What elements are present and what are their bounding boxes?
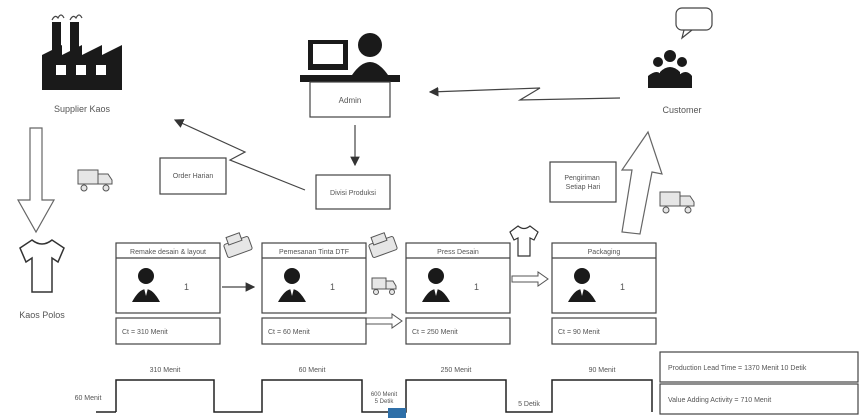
cycle-time-label: Ct = 310 Menit	[122, 329, 168, 336]
admin-desk-icon	[300, 33, 400, 118]
timeline-line	[115, 379, 653, 413]
timeline-up-label: 310 Menit	[150, 367, 181, 374]
customer-group-icon	[648, 7, 713, 88]
cycle-time-label: Ct = 90 Menit	[558, 329, 600, 336]
truck-icon	[659, 191, 695, 214]
operator-count: 1	[474, 282, 479, 292]
process-name: Remake desain & layout	[130, 249, 206, 256]
lead-time-box	[659, 351, 859, 383]
lead-time-label: Production Lead Time = 1370 Menit 10 Det…	[668, 365, 807, 372]
customer-shipment-arrow	[620, 130, 663, 235]
operator-icon	[132, 268, 160, 302]
push-arrow	[365, 313, 403, 329]
printer-icon	[368, 232, 398, 258]
push-arrow	[511, 271, 549, 287]
timeline-up-label: 250 Menit	[441, 367, 472, 374]
cycle-time-box: Ct = 90 Menit	[551, 317, 657, 345]
operator-icon	[422, 268, 450, 302]
operator-count: 1	[330, 282, 335, 292]
operator-icon	[568, 268, 596, 302]
order-note-box	[159, 157, 227, 195]
supplier-label: Supplier Kaos	[54, 104, 111, 114]
t-shirt-icon	[509, 225, 539, 257]
raw-material-label: Kaos Polos	[19, 310, 65, 320]
operator-icon	[278, 268, 306, 302]
process-name: Press Desain	[437, 249, 479, 256]
customer-label: Customer	[662, 105, 701, 115]
cycle-time-box: Ct = 250 Menit	[405, 317, 511, 345]
value-adding-label: Value Adding Activity = 710 Menit	[668, 397, 771, 404]
truck-icon	[371, 277, 397, 295]
operator-count: 1	[620, 282, 625, 292]
production-division-label: Divisi Produksi	[330, 190, 376, 197]
timeline-down-label: 5 Detik	[518, 401, 540, 408]
process-box: Pemesanan Tinta DTF 1	[261, 242, 367, 314]
operator-count: 1	[184, 282, 189, 292]
process-box: Press Desain 1	[405, 242, 511, 314]
value-adding-box	[659, 383, 859, 415]
supplier-shipment-arrow	[16, 127, 56, 234]
factory-icon	[42, 14, 122, 90]
cycle-time-label: Ct = 60 Menit	[268, 329, 310, 336]
cycle-time-box: Ct = 310 Menit	[115, 317, 221, 345]
shipping-note-box	[549, 161, 617, 203]
cycle-time-box: Ct = 60 Menit	[261, 317, 367, 345]
admin-label: Admin	[339, 96, 362, 105]
shipping-note-label: Pengiriman Setiap Hari	[564, 175, 601, 191]
production-division-box	[315, 174, 391, 210]
t-shirt-icon	[19, 239, 65, 293]
order-note-label: Order Harian	[173, 173, 214, 180]
timeline-up-label: 90 Menit	[589, 367, 616, 374]
truck-icon	[77, 169, 113, 192]
production-to-supplier-arrow	[173, 119, 306, 191]
process-name: Pemesanan Tinta DTF	[279, 249, 349, 256]
printer-icon	[223, 232, 253, 258]
scroll-marker	[388, 408, 406, 418]
process-box: Packaging 1	[551, 242, 657, 314]
process-name: Packaging	[588, 249, 621, 256]
cycle-time-label: Ct = 250 Menit	[412, 329, 458, 336]
timeline-down-label: 60 Menit	[75, 395, 102, 402]
customer-to-admin-arrow	[428, 86, 621, 101]
process-box: Remake desain & layout 1	[115, 242, 221, 314]
timeline-up-label: 60 Menit	[299, 367, 326, 374]
